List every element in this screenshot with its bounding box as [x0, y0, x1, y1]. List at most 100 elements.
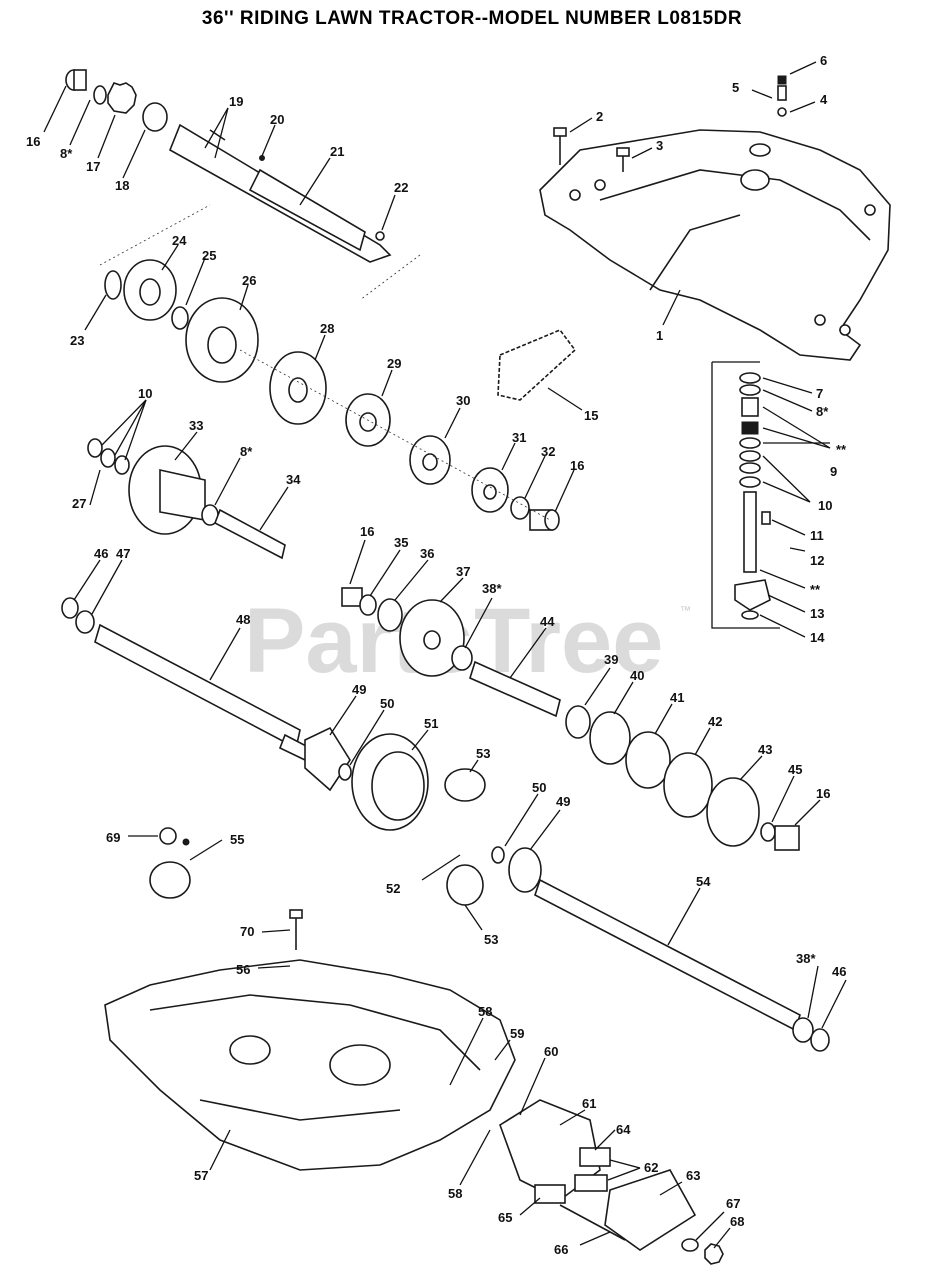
callout-62: 62 — [644, 1160, 658, 1175]
callout-63: 63 — [686, 1168, 700, 1183]
callout-22: 22 — [394, 180, 408, 195]
callout-30: 30 — [456, 393, 470, 408]
callout-8-star: 8* — [60, 146, 73, 161]
callout-39: 39 — [604, 652, 618, 667]
differential-group — [149, 768, 830, 1052]
callout-44: 44 — [540, 614, 555, 629]
callout-labels: 16 8* 17 18 19 20 21 22 2 3 4 5 6 1 23 2… — [26, 53, 847, 1257]
callout-23: 23 — [70, 333, 84, 348]
callout-64: 64 — [616, 1122, 631, 1137]
shaft-icon-48 — [61, 597, 429, 831]
callout-32: 32 — [541, 444, 555, 459]
callout-43: 43 — [758, 742, 772, 757]
callout-49: 49 — [352, 682, 366, 697]
callout-49b: 49 — [556, 794, 570, 809]
callout-68: 68 — [730, 1214, 744, 1229]
callout-59: 59 — [510, 1026, 524, 1041]
housing-lower — [104, 909, 516, 1171]
callout-40: 40 — [630, 668, 644, 683]
callout-16b: 16 — [570, 458, 584, 473]
diagram-title: 36'' RIDING LAWN TRACTOR--MODEL NUMBER L… — [202, 8, 742, 29]
gear-icon — [104, 259, 560, 531]
callout-28: 28 — [320, 321, 334, 336]
callout-16c: 16 — [360, 524, 374, 539]
callout-8-star-b: 8* — [816, 404, 829, 419]
callout-16d: 16 — [816, 786, 830, 801]
callout-11: 11 — [810, 528, 824, 543]
callout-51: 51 — [424, 716, 438, 731]
chain-icon — [497, 329, 577, 401]
callout-45: 45 — [788, 762, 802, 777]
callout-double-star: ** — [836, 442, 847, 457]
callout-55: 55 — [230, 832, 244, 847]
callout-10b: 10 — [818, 498, 832, 513]
callout-48: 48 — [236, 612, 250, 627]
bolt-icon — [553, 75, 787, 172]
callout-56: 56 — [236, 962, 250, 977]
gear-icon-33 — [87, 438, 286, 560]
callout-70: 70 — [240, 924, 254, 939]
callout-27: 27 — [72, 496, 86, 511]
callout-14: 14 — [810, 630, 825, 645]
callout-61: 61 — [582, 1096, 596, 1111]
callout-41: 41 — [670, 690, 684, 705]
callout-50: 50 — [380, 696, 394, 711]
leader-lines — [43, 61, 847, 1249]
callout-50b: 50 — [532, 780, 546, 795]
callout-2: 2 — [596, 109, 603, 124]
shaft-icon — [65, 69, 392, 263]
callout-38-star: 38* — [482, 581, 502, 596]
callout-25: 25 — [202, 248, 216, 263]
callout-47: 47 — [116, 546, 130, 561]
housing-upper — [539, 129, 891, 361]
callout-29: 29 — [387, 356, 401, 371]
callout-37: 37 — [456, 564, 470, 579]
gear-train-35-45 — [341, 587, 800, 851]
callout-46b: 46 — [832, 964, 846, 979]
callout-42: 42 — [708, 714, 722, 729]
callout-33: 33 — [189, 418, 203, 433]
callout-18: 18 — [115, 178, 129, 193]
callout-7: 7 — [816, 386, 823, 401]
callout-53: 53 — [476, 746, 490, 761]
callout-58b: 58 — [448, 1186, 462, 1201]
callout-3: 3 — [656, 138, 663, 153]
callout-58: 58 — [478, 1004, 492, 1019]
vertical-shaft-stack — [711, 361, 780, 629]
callout-16: 16 — [26, 134, 40, 149]
callout-69: 69 — [106, 830, 120, 845]
callout-26: 26 — [242, 273, 256, 288]
axle-bracket-group — [499, 1099, 724, 1265]
callout-13: 13 — [810, 606, 824, 621]
callout-5: 5 — [732, 80, 739, 95]
callout-17: 17 — [86, 159, 100, 174]
watermark-trademark: ™ — [680, 605, 691, 617]
callout-31: 31 — [512, 430, 526, 445]
callout-double-star-b: ** — [810, 582, 821, 597]
callout-24: 24 — [172, 233, 187, 248]
callout-10: 10 — [138, 386, 152, 401]
callout-1: 1 — [656, 328, 663, 343]
callout-67: 67 — [726, 1196, 740, 1211]
callout-12: 12 — [810, 553, 824, 568]
callout-21: 21 — [330, 144, 344, 159]
callout-35: 35 — [394, 535, 408, 550]
callout-9: 9 — [830, 464, 837, 479]
callout-53b: 53 — [484, 932, 498, 947]
callout-15: 15 — [584, 408, 598, 423]
callout-54: 54 — [696, 874, 711, 889]
callout-38-star-b: 38* — [796, 951, 816, 966]
callout-8-star-c: 8* — [240, 444, 253, 459]
callout-4: 4 — [820, 92, 828, 107]
callout-66: 66 — [554, 1242, 568, 1257]
callout-52: 52 — [386, 881, 400, 896]
callout-34: 34 — [286, 472, 301, 487]
callout-60: 60 — [544, 1044, 558, 1059]
callout-36: 36 — [420, 546, 434, 561]
callout-20: 20 — [270, 112, 284, 127]
callout-6: 6 — [820, 53, 827, 68]
callout-65: 65 — [498, 1210, 512, 1225]
callout-57: 57 — [194, 1168, 208, 1183]
callout-19: 19 — [229, 94, 243, 109]
